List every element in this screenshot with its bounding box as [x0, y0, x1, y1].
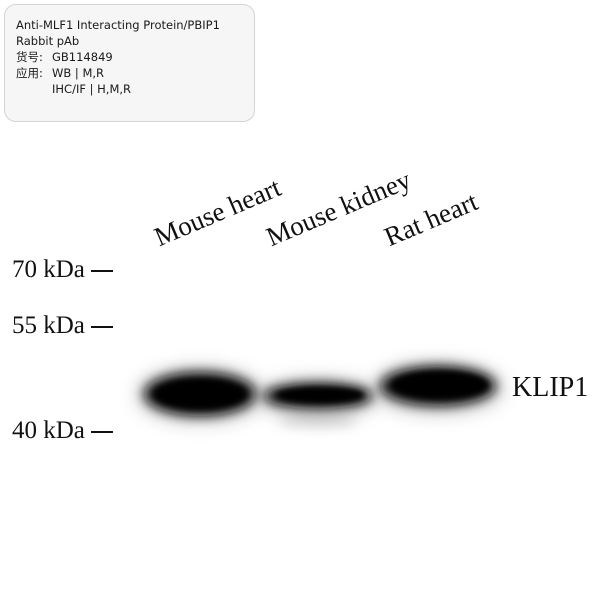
band-mouse-kidney — [260, 380, 376, 427]
product-name-line1: Anti-MLF1 Interacting Protein/PBIP1 — [16, 18, 220, 32]
catalog-row: 货号: GB114849 — [16, 49, 254, 65]
marker-40kda-tick — [90, 431, 113, 434]
marker-70kda-label: 70 kDa — [12, 256, 85, 283]
catalog-label: 货号: — [16, 50, 43, 64]
application-label: 应用: — [16, 66, 43, 80]
marker-40kda: 40 kDa — [12, 417, 113, 445]
application-ihc: IHC/IF | H,M,R — [52, 82, 132, 96]
marker-70kda-tick — [90, 270, 113, 273]
marker-70kda: 70 kDa — [12, 256, 113, 284]
protein-label: KLIP1 — [512, 372, 589, 403]
marker-40kda-label: 40 kDa — [12, 417, 85, 444]
catalog-number: GB114849 — [52, 50, 113, 64]
marker-55kda-tick — [90, 326, 113, 329]
band-rat-heart — [374, 364, 502, 412]
marker-55kda-label: 55 kDa — [12, 312, 85, 339]
application-row-2: IHC/IF | H,M,R — [16, 81, 254, 97]
marker-55kda: 55 kDa — [12, 312, 113, 340]
product-name-line2: Rabbit pAb — [16, 34, 80, 48]
application-row: 应用: WB | M,R — [16, 65, 254, 81]
application-wb: WB | M,R — [52, 66, 105, 80]
product-info-card: Anti-MLF1 Interacting Protein/PBIP1 Rabb… — [4, 4, 255, 122]
band-mouse-heart — [138, 369, 262, 421]
